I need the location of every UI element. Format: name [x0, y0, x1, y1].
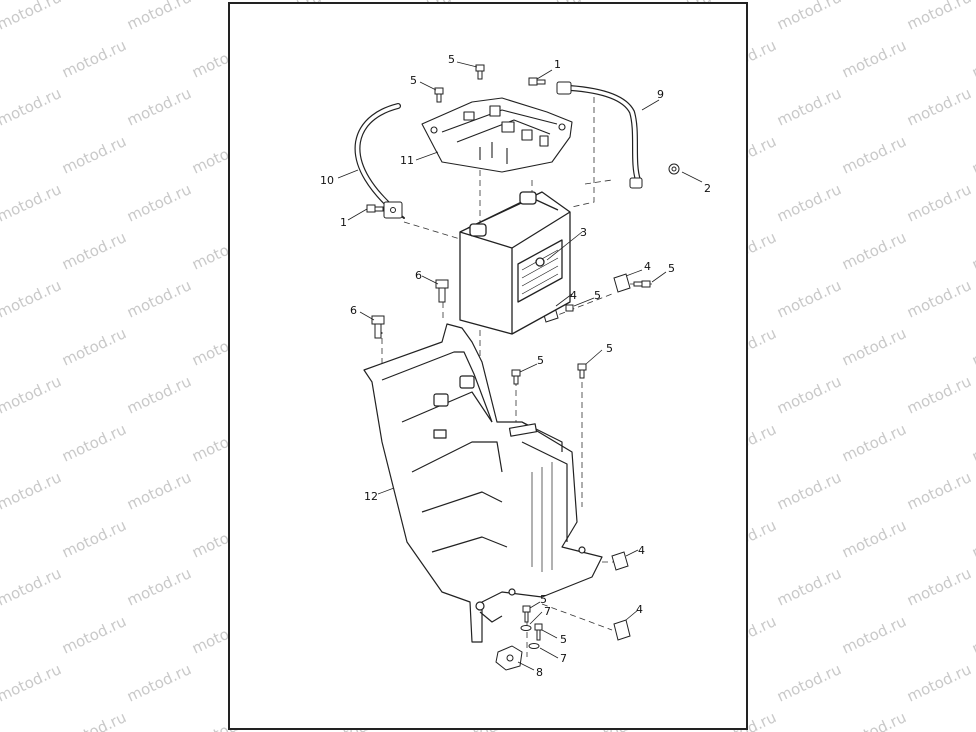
callout-6: 6 — [415, 269, 422, 282]
watermark-text: motod.ru — [0, 660, 64, 705]
watermark-text: motod.ru — [59, 420, 129, 465]
watermark-text: motod.ru — [839, 132, 909, 177]
callout-6: 6 — [350, 304, 357, 317]
watermark-text: motod.ru — [124, 372, 194, 417]
watermark-text: motod.ru — [904, 276, 974, 321]
callout-5: 5 — [594, 289, 601, 302]
watermark-text: motod.ru — [0, 0, 64, 34]
battery — [459, 191, 571, 335]
watermark-text: motod.ru — [124, 0, 194, 34]
callout-7: 7 — [560, 652, 567, 665]
watermark-text: motod.ru — [59, 612, 129, 657]
callout-labels: 1 1 2 3 4 4 4 4 5 5 5 5 5 5 5 5 6 6 7 7 … — [320, 53, 711, 679]
callout-8: 8 — [536, 666, 543, 679]
watermark-text: motod.ru — [774, 276, 844, 321]
watermark-text: motod.ru — [969, 324, 976, 369]
watermark-text: motod.ru — [0, 84, 64, 129]
watermark-text: motod.ru — [969, 420, 976, 465]
callout-5: 5 — [537, 354, 544, 367]
watermark-text: motod.ru — [904, 372, 974, 417]
watermark-text: motod.ru — [59, 516, 129, 561]
callout-5: 5 — [540, 593, 547, 606]
watermark-text: motod.ru — [59, 132, 129, 177]
top-bracket-plate — [421, 97, 573, 173]
watermark-text: motod.ru — [59, 228, 129, 273]
callout-4: 4 — [570, 289, 577, 302]
callout-4: 4 — [644, 260, 651, 273]
watermark-text: motod.ru — [839, 228, 909, 273]
watermark-text: motod.ru — [774, 180, 844, 225]
watermark-text: motod.ru — [124, 660, 194, 705]
watermark-text: motod.ru — [969, 36, 976, 81]
watermark-text: motod.ru — [969, 516, 976, 561]
watermark-text: motod.ru — [774, 468, 844, 513]
parts-diagram-frame: 1 1 2 3 4 4 4 4 5 5 5 5 5 5 5 5 6 6 7 7 … — [228, 2, 748, 730]
callout-3: 3 — [580, 226, 587, 239]
watermark-text: motod.ru — [969, 132, 976, 177]
callout-12: 12 — [364, 490, 378, 503]
watermark-text: motod.ru — [774, 372, 844, 417]
callout-4: 4 — [636, 603, 643, 616]
watermark-text: motod.ru — [904, 564, 974, 609]
watermark-text: motod.ru — [839, 36, 909, 81]
battery-tray — [363, 323, 603, 643]
callout-5: 5 — [410, 74, 417, 87]
callout-7: 7 — [544, 605, 551, 618]
callout-5: 5 — [448, 53, 455, 66]
watermark-text: motod.ru — [969, 228, 976, 273]
watermark-text: motod.ru — [59, 708, 129, 732]
watermark-text: motod.ru — [969, 708, 976, 732]
callout-2: 2 — [704, 182, 711, 195]
watermark-text: motod.ru — [839, 612, 909, 657]
watermark-text: motod.ru — [904, 0, 974, 34]
watermark-text: motod.ru — [904, 180, 974, 225]
watermark-text: motod.ru — [904, 660, 974, 705]
watermark-text: motod.ru — [59, 324, 129, 369]
watermark-text: motod.ru — [124, 468, 194, 513]
callout-5: 5 — [560, 633, 567, 646]
positive-cable — [556, 81, 643, 189]
watermark-text: motod.ru — [124, 276, 194, 321]
callout-5: 5 — [606, 342, 613, 355]
watermark-text: motod.ru — [0, 468, 64, 513]
watermark-text: motod.ru — [839, 708, 909, 732]
watermark-text: motod.ru — [904, 468, 974, 513]
watermark-text: motod.ru — [774, 564, 844, 609]
callout-9: 9 — [657, 88, 664, 101]
watermark-text: motod.ru — [0, 372, 64, 417]
watermark-text: motod.ru — [0, 564, 64, 609]
watermark-text: motod.ru — [904, 84, 974, 129]
leader-lines — [337, 61, 703, 671]
watermark-text: motod.ru — [0, 276, 64, 321]
watermark-text: motod.ru — [124, 180, 194, 225]
battery-tray-exploded-diagram: 1 1 2 3 4 4 4 4 5 5 5 5 5 5 5 5 6 6 7 7 … — [320, 53, 711, 679]
watermark-text: motod.ru — [774, 84, 844, 129]
watermark-text: motod.ru — [969, 612, 976, 657]
watermark-text: motod.ru — [0, 180, 64, 225]
callout-11: 11 — [400, 154, 414, 167]
watermark-text: motod.ru — [124, 84, 194, 129]
callout-1: 1 — [554, 58, 561, 71]
watermark-text: motod.ru — [774, 0, 844, 34]
callout-10: 10 — [320, 174, 334, 187]
watermark-text: motod.ru — [839, 324, 909, 369]
watermark-text: motod.ru — [774, 660, 844, 705]
callout-4: 4 — [638, 544, 645, 557]
callout-1: 1 — [340, 216, 347, 229]
watermark-text: motod.ru — [839, 516, 909, 561]
negative-cable — [354, 103, 405, 219]
watermark-text: motod.ru — [124, 564, 194, 609]
watermark-text: motod.ru — [839, 420, 909, 465]
callout-5: 5 — [668, 262, 675, 275]
watermark-text: motod.ru — [59, 36, 129, 81]
